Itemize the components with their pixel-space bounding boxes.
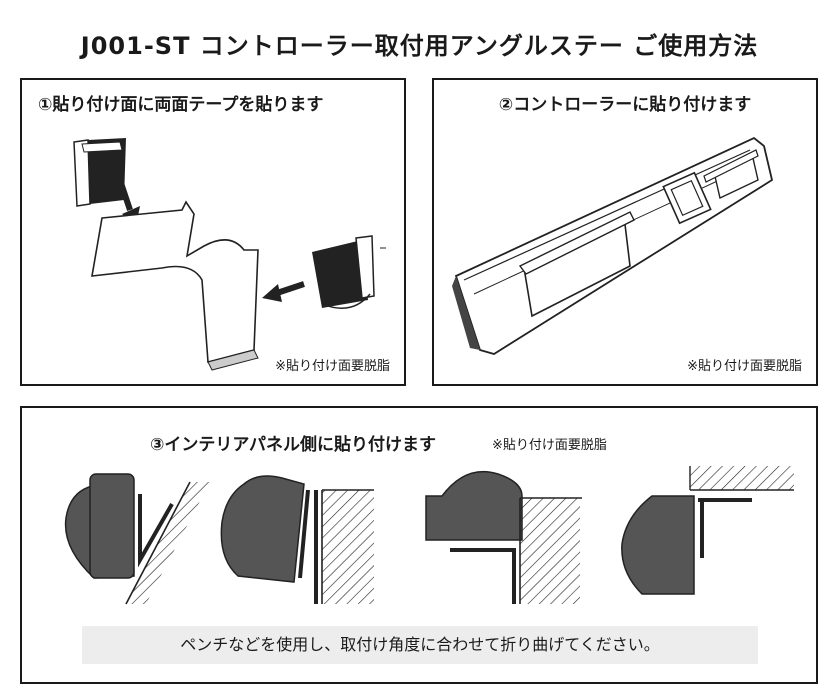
step1-illustration	[73, 138, 386, 371]
bracket-shape	[91, 200, 259, 371]
step3-illustrations	[64, 466, 794, 605]
step2-panel: ②コントローラーに貼り付けます ※貼り付け面要脱脂	[432, 78, 818, 386]
step1-panel: ①貼り付け面に両面テープを貼ります ※貼り付け面要脱	[20, 78, 406, 386]
tape-piece-right	[312, 235, 386, 309]
step3-instruction: ペンチなどを使用し、取付け角度に合わせて折り曲げてください。	[82, 626, 758, 664]
mount-example-4	[621, 466, 794, 595]
step3-note: ※貼り付け面要脱脂	[492, 438, 607, 453]
mount-example-2	[220, 475, 374, 604]
step3-heading: ③インテリアパネル側に貼り付けます	[150, 435, 437, 455]
tape-piece-top	[73, 138, 126, 207]
mount-example-3	[425, 470, 582, 604]
step1-heading: ①貼り付け面に両面テープを貼ります	[38, 95, 324, 115]
arrow-left-icon	[262, 281, 305, 302]
mount-example-1	[64, 473, 210, 605]
mounted-bracket	[518, 211, 635, 318]
step2-note: ※貼り付け面要脱脂	[687, 359, 802, 374]
step3-panel: ③インテリアパネル側に貼り付けます ※貼り付け面要脱脂	[20, 406, 818, 684]
step2-illustration	[452, 136, 774, 355]
step2-heading: ②コントローラーに貼り付けます	[498, 95, 752, 115]
step1-note: ※貼り付け面要脱脂	[275, 359, 390, 374]
page-title: J001-ST コントローラー取付用アングルステー ご使用方法	[80, 32, 759, 60]
